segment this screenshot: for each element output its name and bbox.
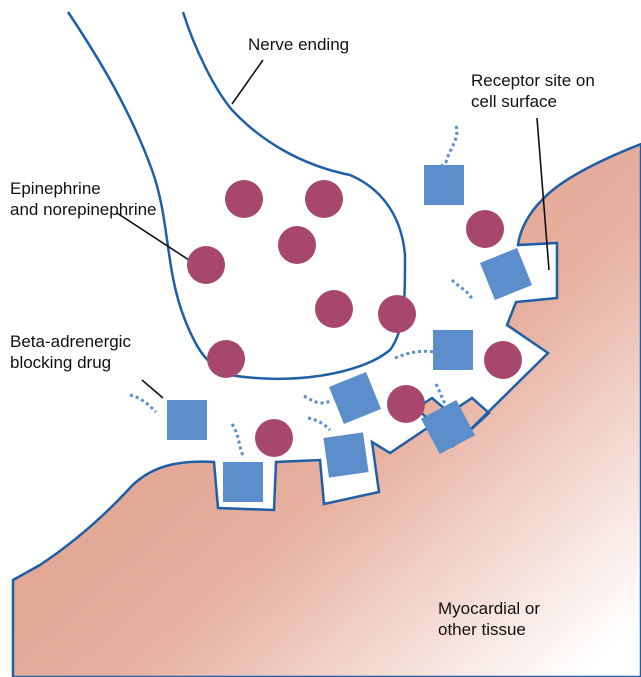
neurotransmitter-molecule <box>378 295 416 333</box>
myocardial-tissue <box>13 144 641 677</box>
label-blocking-drug-line-1: Beta-adrenergic <box>10 331 131 352</box>
label-nerve-ending-line-1: Nerve ending <box>248 34 349 55</box>
blocker-drug <box>433 330 473 370</box>
neurotransmitter-molecule <box>278 226 316 264</box>
neurotransmitter-molecule <box>315 290 353 328</box>
label-receptor-site: Receptor site on cell surface <box>471 70 595 112</box>
label-tissue: Myocardial or other tissue <box>438 598 540 640</box>
neurotransmitter-molecule <box>225 180 263 218</box>
neurotransmitter-molecule <box>207 340 245 378</box>
label-receptor-site-line-2: cell surface <box>471 91 595 112</box>
blocker-tail-2 <box>452 280 472 300</box>
label-tissue-line-1: Myocardial or <box>438 598 540 619</box>
neurotransmitter-molecule <box>466 210 504 248</box>
label-blocking-drug: Beta-adrenergic blocking drug <box>10 331 131 373</box>
label-nerve-ending: Nerve ending <box>248 34 349 55</box>
leader-neurotransmitter <box>117 213 192 262</box>
blocker-tail-8 <box>130 395 156 412</box>
blocker-tail-6 <box>308 418 330 430</box>
neurotransmitter-molecule <box>484 341 522 379</box>
label-neurotransmitters: Epinephrine and norepinephrine <box>10 178 157 220</box>
label-tissue-line-2: other tissue <box>438 619 540 640</box>
blocker-drug <box>424 165 464 205</box>
neurotransmitter-molecule <box>187 246 225 284</box>
leader-nerve-ending <box>232 60 263 104</box>
blocker-drug <box>329 372 381 424</box>
blocker-drug <box>323 432 368 477</box>
blocker-drug <box>223 462 263 502</box>
neurotransmitter-molecule <box>305 180 343 218</box>
blocker-tail-5 <box>304 396 332 403</box>
blocker-tail-7 <box>232 424 244 458</box>
label-blocking-drug-line-2: blocking drug <box>10 352 131 373</box>
blocker-tail-3 <box>395 351 434 358</box>
label-neurotransmitters-line-2: and norepinephrine <box>10 199 157 220</box>
label-receptor-site-line-1: Receptor site on <box>471 70 595 91</box>
blocker-drug <box>480 248 532 300</box>
leader-blocking-drug <box>142 380 163 398</box>
neurotransmitter-molecule <box>255 419 293 457</box>
neurotransmitter-molecule <box>387 385 425 423</box>
blocker-drug <box>167 400 207 440</box>
label-neurotransmitters-line-1: Epinephrine <box>10 178 157 199</box>
